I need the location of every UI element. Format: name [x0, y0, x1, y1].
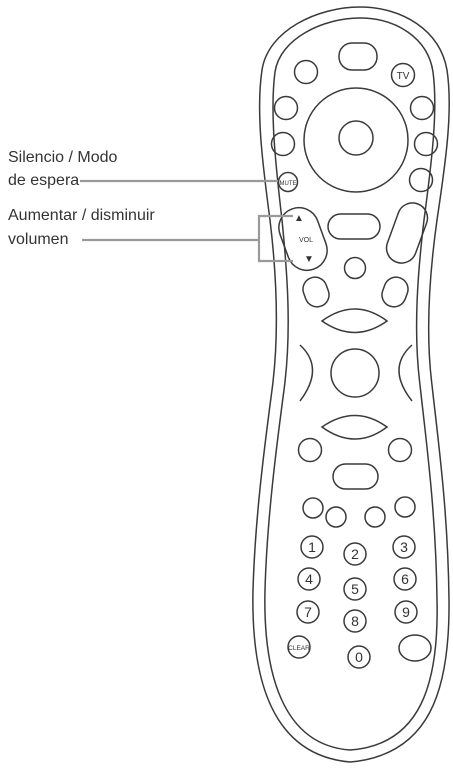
up-arrow-button[interactable] [322, 309, 387, 333]
key-5-label: 5 [351, 581, 359, 597]
left-arrow-button[interactable] [300, 345, 313, 401]
row-button-1[interactable] [303, 498, 323, 518]
tv-label: TV [397, 71, 410, 82]
center-select-button[interactable] [331, 349, 379, 397]
small-round-button[interactable] [345, 258, 366, 279]
center-pill-button[interactable] [328, 214, 380, 239]
select-button[interactable] [339, 121, 373, 155]
right-small-oval-button[interactable] [379, 274, 412, 310]
left-upper-button[interactable] [275, 97, 298, 120]
vol-label: VOL [299, 237, 313, 244]
right-tall-button[interactable] [382, 199, 431, 268]
row-button-4[interactable] [395, 497, 415, 517]
row-button-3[interactable] [365, 507, 385, 527]
row-button-2[interactable] [326, 507, 346, 527]
key-2-label: 2 [351, 546, 359, 562]
bottom-right-oval-button[interactable] [399, 635, 431, 661]
right-upper-button[interactable] [411, 97, 434, 120]
right-arrow-button[interactable] [399, 345, 412, 401]
key-4-label: 4 [305, 571, 313, 587]
key-3-label: 3 [400, 539, 408, 555]
top-left-button[interactable] [295, 61, 318, 84]
lower-pill-button[interactable] [333, 464, 378, 489]
vol-up-glyph: ▲ [294, 213, 304, 224]
navigation-ring[interactable] [304, 88, 408, 192]
down-arrow-button[interactable] [322, 416, 387, 440]
key-6-label: 6 [401, 571, 409, 587]
key-1-label: 1 [308, 539, 316, 555]
left-small-oval-button[interactable] [300, 274, 333, 310]
key-8-label: 8 [351, 613, 359, 629]
key-0-label: 0 [355, 649, 363, 665]
clear-label: CLEAR [288, 645, 310, 652]
right-middle-button[interactable] [415, 133, 438, 156]
right-lower-round-button[interactable] [389, 439, 412, 462]
key-7-label: 7 [304, 604, 312, 620]
top-oval-button[interactable] [339, 43, 377, 70]
left-lower-button[interactable] [299, 439, 322, 462]
vol-down-glyph: ▼ [304, 254, 314, 265]
key-9-label: 9 [402, 604, 410, 620]
mute-label: MUTE [280, 181, 297, 187]
